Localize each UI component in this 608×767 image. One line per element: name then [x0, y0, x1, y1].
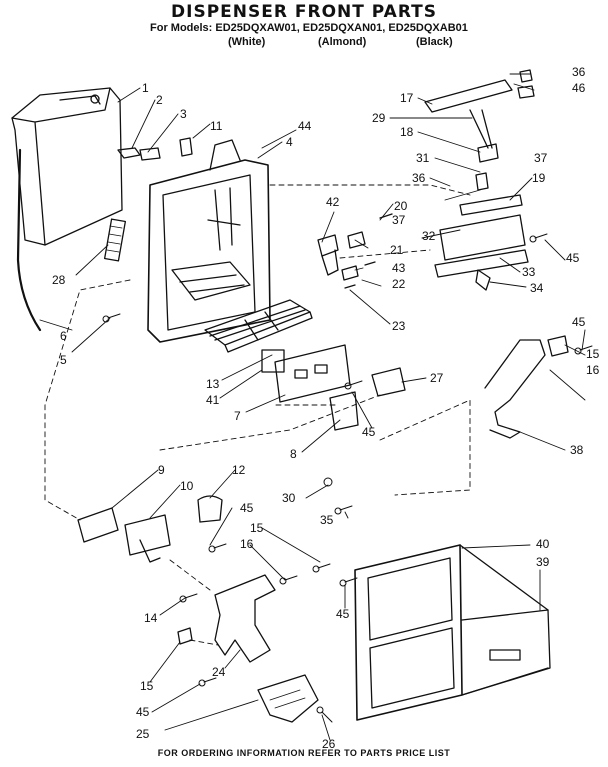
callout-9: 9 [158, 463, 165, 477]
callout-16a: 16 [586, 363, 600, 377]
part-15-right [547, 335, 569, 357]
part-ice-chute-housing [11, 87, 123, 332]
callout-30: 30 [282, 491, 296, 505]
callout-31: 31 [416, 151, 430, 165]
part-lower-left-assembly [77, 495, 223, 563]
callout-45b: 45 [572, 315, 586, 329]
part-8 [329, 391, 359, 431]
callout-7: 7 [234, 409, 241, 423]
callout-34: 34 [530, 281, 544, 295]
callout-46: 46 [572, 81, 586, 95]
screws [102, 233, 593, 723]
part-24-bracket [214, 574, 276, 663]
callout-25: 25 [136, 727, 150, 741]
part-11 [179, 137, 193, 157]
callout-3: 3 [180, 107, 187, 121]
callout-39: 39 [536, 555, 550, 569]
color-black-label: (Black) [416, 36, 453, 48]
callout-4: 4 [286, 135, 293, 149]
callout-12: 12 [232, 463, 246, 477]
part-26 [257, 674, 319, 723]
part-41-label [261, 349, 285, 373]
callout-17: 17 [400, 91, 414, 105]
callout-38: 38 [570, 443, 584, 457]
part-filter [103, 218, 127, 262]
callout-43: 43 [392, 261, 406, 275]
diagram-title: DISPENSER FRONT PARTS [171, 2, 437, 22]
callout-2: 2 [156, 93, 163, 107]
callout-5: 5 [60, 353, 67, 367]
color-white-label: (White) [228, 36, 266, 48]
callout-23: 23 [392, 319, 406, 333]
callout-32: 32 [422, 229, 436, 243]
model-numbers: For Models: ED25DQXAW01, ED25DQXAN01, ED… [150, 22, 468, 34]
callout-45e: 45 [336, 607, 350, 621]
part-drip-tray [204, 299, 313, 353]
callout-33: 33 [522, 265, 536, 279]
callout-24: 24 [212, 665, 226, 679]
callout-45a: 45 [566, 251, 580, 265]
callout-36: 36 [572, 65, 586, 79]
callout-10: 10 [180, 479, 194, 493]
part-lever-pieces [317, 213, 393, 289]
color-almond-label: (Almond) [318, 36, 367, 48]
callout-16b: 16 [240, 537, 254, 551]
callout-18: 18 [400, 125, 414, 139]
part-38-bracket [484, 339, 546, 439]
callout-15a: 15 [586, 347, 600, 361]
callout-19: 19 [532, 171, 546, 185]
callout-37b: 37 [392, 213, 406, 227]
part-dispenser-frame [147, 139, 271, 343]
callout-26: 26 [322, 737, 336, 751]
callout-14: 14 [144, 611, 158, 625]
callout-numbers: 1 2 3 11 44 4 36 46 17 29 18 31 36 37 19… [52, 65, 600, 751]
callout-27: 27 [430, 371, 444, 385]
leader-lines [39, 73, 586, 741]
callout-22: 22 [392, 277, 406, 291]
callout-37: 37 [534, 151, 548, 165]
callout-36b: 36 [412, 171, 426, 185]
callout-35: 35 [320, 513, 334, 527]
callout-28: 28 [52, 273, 66, 287]
ordering-footer: FOR ORDERING INFORMATION REFER TO PARTS … [157, 748, 451, 758]
callout-45c: 45 [362, 425, 376, 439]
part-shaft [117, 147, 161, 161]
callout-8: 8 [290, 447, 297, 461]
callout-13: 13 [206, 377, 220, 391]
callout-45f: 45 [136, 705, 150, 719]
part-actuator-assembly [424, 69, 535, 291]
callout-44: 44 [298, 119, 312, 133]
part-dispenser-door [354, 544, 551, 721]
callout-15c: 15 [140, 679, 154, 693]
callout-42: 42 [326, 195, 340, 209]
part-27 [371, 367, 406, 397]
callout-45d: 45 [240, 501, 254, 515]
callout-20: 20 [394, 199, 408, 213]
callout-21: 21 [390, 243, 404, 257]
part-switch-plate [274, 344, 351, 403]
callout-1: 1 [142, 81, 149, 95]
guide-lines [44, 184, 471, 646]
callout-6: 6 [60, 329, 67, 343]
callout-11: 11 [210, 119, 223, 133]
callout-41: 41 [206, 393, 220, 407]
callout-40: 40 [536, 537, 550, 551]
callout-15b: 15 [250, 521, 264, 535]
callout-29: 29 [372, 111, 386, 125]
